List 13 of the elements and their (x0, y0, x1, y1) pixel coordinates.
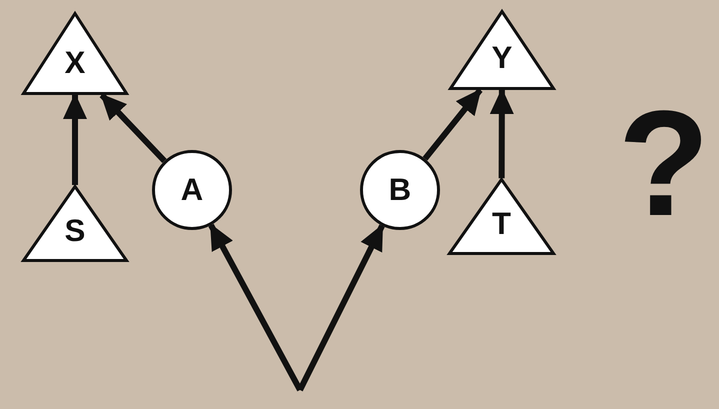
question-mark: ? (618, 78, 710, 248)
node-label: A (180, 173, 204, 207)
node-label: T (491, 207, 512, 242)
arrow (297, 224, 385, 392)
arrow (422, 88, 483, 161)
node-label: B (388, 173, 412, 207)
arrow (63, 93, 87, 185)
arrow (100, 92, 167, 164)
arrow (490, 88, 514, 178)
node-label: S (64, 214, 86, 248)
node-label: Y (490, 41, 514, 75)
node-label: X (64, 46, 86, 80)
arrow (208, 223, 303, 392)
